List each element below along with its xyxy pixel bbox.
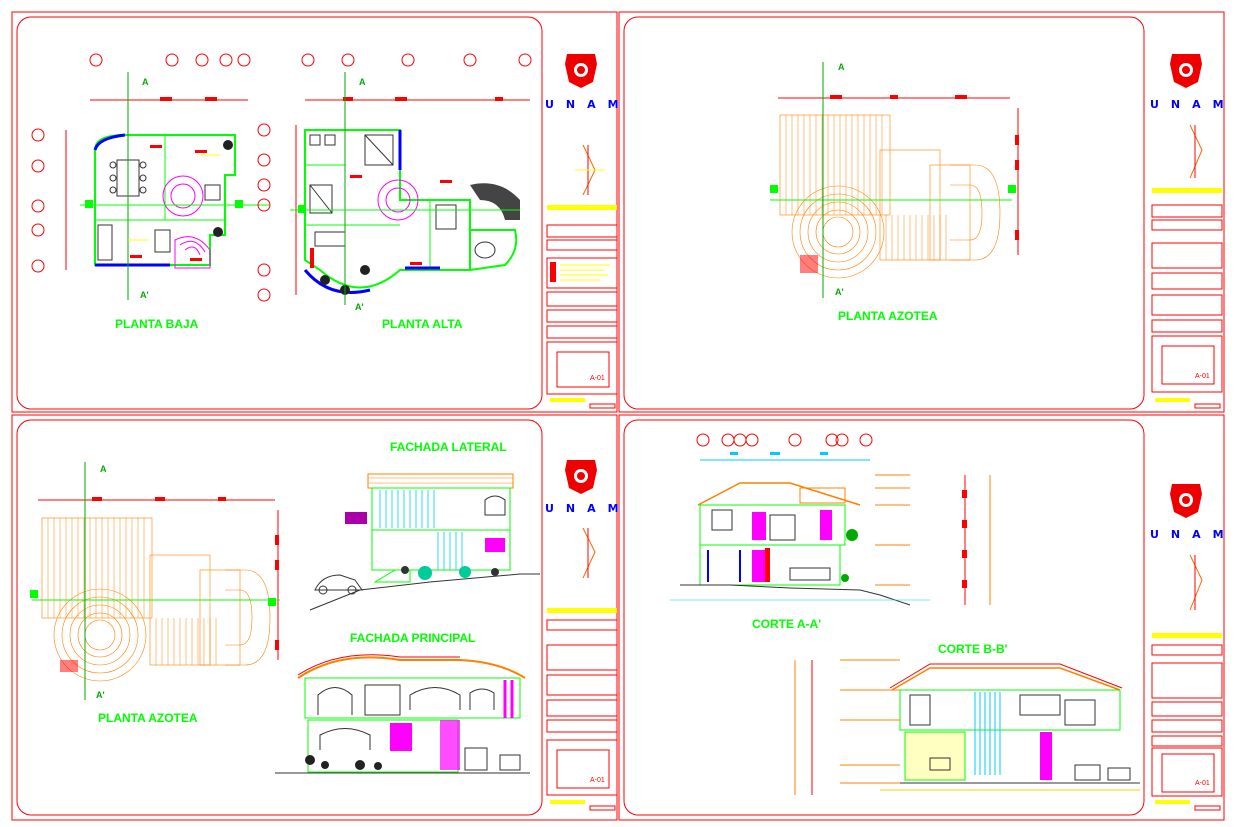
sheet-number: A-01 [1195,373,1210,380]
unam-seal-icon [565,460,597,494]
unam-seal-icon [1170,484,1202,518]
section-mark-a: A [142,77,149,87]
title-block-1: UNAM A-01 [545,54,631,409]
corte-aa: CORTE A-A' [670,433,991,631]
unam-text: UNAM [1150,528,1236,541]
unam-text: UNAM [1150,98,1236,111]
planta-alta-plan: A A' PLANTA ALTA [257,53,532,331]
sheet-number: A-01 [590,777,605,784]
planta-baja-plan: A A' PLANTA BAJA [31,53,270,331]
unam-text: UNAM [545,98,631,111]
north-arrow-icon [1189,124,1203,179]
section-mark-a: A [100,464,107,474]
section-mark-a: A [838,62,845,72]
section-mark-a-prime: A' [355,302,364,312]
title-block-4: UNAM A-01 [1150,484,1236,811]
roof-hatch [779,114,1001,261]
fachada-lateral: FACHADA LATERAL [309,440,540,611]
unam-seal-icon [1170,54,1202,88]
label-planta-azotea-bottom: PLANTA AZOTEA [98,711,198,725]
title-block-2: UNAM A-01 [1150,54,1236,409]
unam-text: UNAM [545,502,631,515]
planta-azotea-bottom: A A' PLANTA AZOTEA [30,462,280,725]
north-arrow-icon [1189,554,1203,611]
fachada-principal: FACHADA PRINCIPAL [275,631,530,774]
north-arrow-icon [582,527,596,579]
unam-seal-icon [565,54,597,88]
sheet-number: A-01 [590,375,605,382]
label-fachada-lateral: FACHADA LATERAL [390,440,507,454]
section-mark-a-prime: A' [835,287,844,297]
section-mark-a-prime: A' [96,690,105,700]
panel-frames [11,11,1225,821]
section-mark-a-prime: A' [140,290,149,300]
label-planta-baja: PLANTA BAJA [115,317,199,331]
sheet-number: A-01 [1195,780,1210,787]
label-corte-bb: CORTE B-B' [938,642,1008,656]
label-planta-alta: PLANTA ALTA [382,317,463,331]
planta-azotea-top: A A' PLANTA AZOTEA [770,62,1019,323]
label-planta-azotea-top: PLANTA AZOTEA [838,309,938,323]
title-block-3: UNAM A-01 [545,460,631,811]
north-arrow-icon [575,144,605,196]
corte-bb: CORTE B-B' [794,642,1140,795]
label-fachada-principal: FACHADA PRINCIPAL [350,631,475,645]
section-mark-a: A [359,77,366,87]
label-corte-aa: CORTE A-A' [752,617,821,631]
